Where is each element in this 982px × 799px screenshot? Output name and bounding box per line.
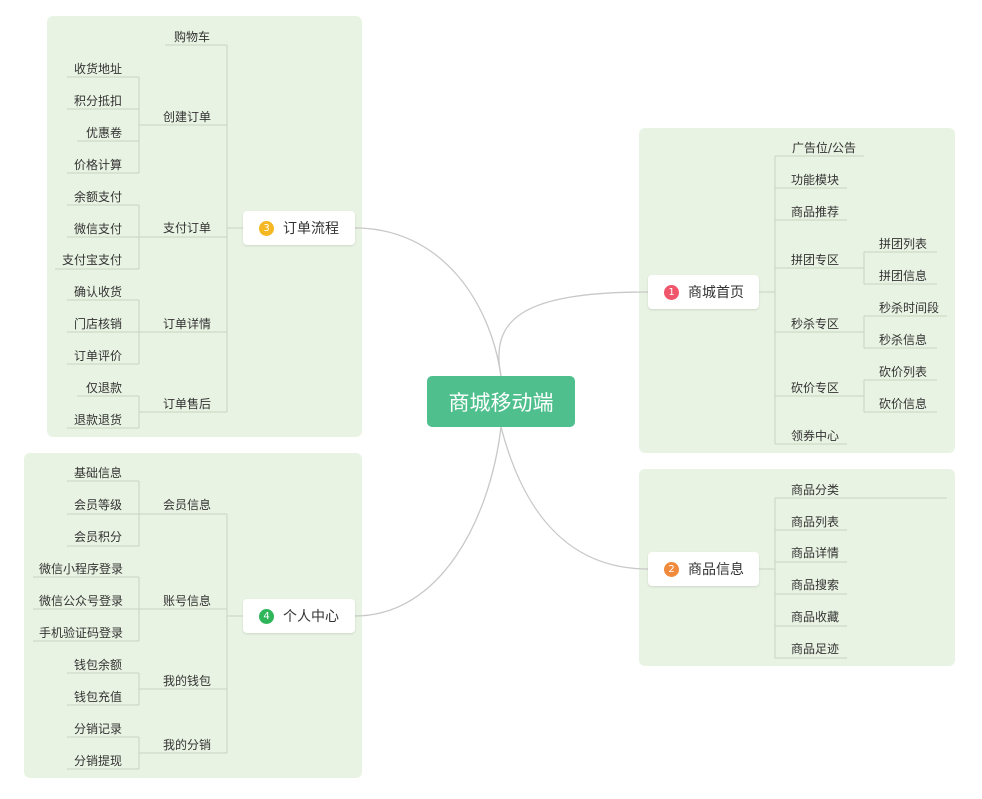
topic-refund-return[interactable]: 退款退货 xyxy=(73,413,123,427)
topic-goods-category[interactable]: 商品分类 xyxy=(790,483,840,497)
topic-group-list[interactable]: 拼团列表 xyxy=(878,237,928,251)
topic-sms-login[interactable]: 手机验证码登录 xyxy=(38,626,124,640)
branch-order-label: 订单流程 xyxy=(283,221,339,237)
topic-wechat-pay[interactable]: 微信支付 xyxy=(73,222,123,236)
topic-order-detail[interactable]: 订单详情 xyxy=(162,317,212,331)
topic-address[interactable]: 收货地址 xyxy=(73,62,123,76)
topic-price-calc[interactable]: 价格计算 xyxy=(73,158,123,172)
topic-distribution[interactable]: 我的分销 xyxy=(162,738,212,752)
topic-refund-only[interactable]: 仅退款 xyxy=(85,381,123,395)
topic-mp-login[interactable]: 微信公众号登录 xyxy=(38,594,124,608)
topic-flash-time[interactable]: 秒杀时间段 xyxy=(878,301,940,315)
topic-goods-list[interactable]: 商品列表 xyxy=(790,515,840,529)
root-topic[interactable]: 商城移动端 xyxy=(427,376,575,427)
topic-group-info[interactable]: 拼团信息 xyxy=(878,269,928,283)
branch-order[interactable]: 3 订单流程 xyxy=(243,211,355,245)
topic-coupon[interactable]: 优惠卷 xyxy=(85,126,123,140)
topic-coupon-center[interactable]: 领券中心 xyxy=(790,429,840,443)
badge-2-icon: 2 xyxy=(664,561,679,577)
topic-mini-login[interactable]: 微信小程序登录 xyxy=(38,562,124,576)
topic-group[interactable]: 拼团专区 xyxy=(790,253,840,267)
topic-bargain[interactable]: 砍价专区 xyxy=(790,381,840,395)
topic-member-level[interactable]: 会员等级 xyxy=(73,498,123,512)
branch-home[interactable]: 1 商城首页 xyxy=(648,275,759,309)
topic-modules[interactable]: 功能模块 xyxy=(790,173,840,187)
badge-3-icon: 3 xyxy=(259,220,274,236)
topic-bargain-info[interactable]: 砍价信息 xyxy=(878,397,928,411)
topic-goods-search[interactable]: 商品搜索 xyxy=(790,578,840,592)
topic-wallet-recharge[interactable]: 钱包充值 xyxy=(73,690,123,704)
topic-goods-history[interactable]: 商品足迹 xyxy=(790,642,840,656)
topic-goods-favorite[interactable]: 商品收藏 xyxy=(790,610,840,624)
topic-cart[interactable]: 购物车 xyxy=(173,30,211,44)
branch-goods-label: 商品信息 xyxy=(688,562,744,578)
branch-home-label: 商城首页 xyxy=(688,285,744,301)
topic-confirm-receipt[interactable]: 确认收货 xyxy=(73,285,123,299)
topic-store-verify[interactable]: 门店核销 xyxy=(73,317,123,331)
branch-personal-label: 个人中心 xyxy=(283,609,339,625)
topic-order-review[interactable]: 订单评价 xyxy=(73,349,123,363)
topic-flash-info[interactable]: 秒杀信息 xyxy=(878,333,928,347)
topic-ad[interactable]: 广告位/公告 xyxy=(791,141,857,155)
topic-basic-info[interactable]: 基础信息 xyxy=(73,466,123,480)
topic-after-sale[interactable]: 订单售后 xyxy=(162,397,212,411)
topic-member-points[interactable]: 会员积分 xyxy=(73,530,123,544)
topic-account-info[interactable]: 账号信息 xyxy=(162,594,212,608)
topic-pay-order[interactable]: 支付订单 xyxy=(162,221,212,235)
topic-alipay[interactable]: 支付宝支付 xyxy=(61,253,123,267)
topic-balance-pay[interactable]: 余额支付 xyxy=(73,190,123,204)
topic-goods-detail[interactable]: 商品详情 xyxy=(790,546,840,560)
branch-personal[interactable]: 4 个人中心 xyxy=(243,599,355,633)
topic-recommend[interactable]: 商品推荐 xyxy=(790,205,840,219)
topic-wallet-balance[interactable]: 钱包余额 xyxy=(73,658,123,672)
topic-bargain-list[interactable]: 砍价列表 xyxy=(878,365,928,379)
topic-create-order[interactable]: 创建订单 xyxy=(162,110,212,124)
branch-goods[interactable]: 2 商品信息 xyxy=(648,552,759,586)
topic-wallet[interactable]: 我的钱包 xyxy=(162,674,212,688)
badge-1-icon: 1 xyxy=(664,284,679,300)
topic-flash[interactable]: 秒杀专区 xyxy=(790,317,840,331)
badge-4-icon: 4 xyxy=(259,608,274,624)
topic-member-info[interactable]: 会员信息 xyxy=(162,498,212,512)
topic-dist-withdraw[interactable]: 分销提现 xyxy=(73,754,123,768)
topic-dist-record[interactable]: 分销记录 xyxy=(73,722,123,736)
topic-points-deduct[interactable]: 积分抵扣 xyxy=(73,94,123,108)
